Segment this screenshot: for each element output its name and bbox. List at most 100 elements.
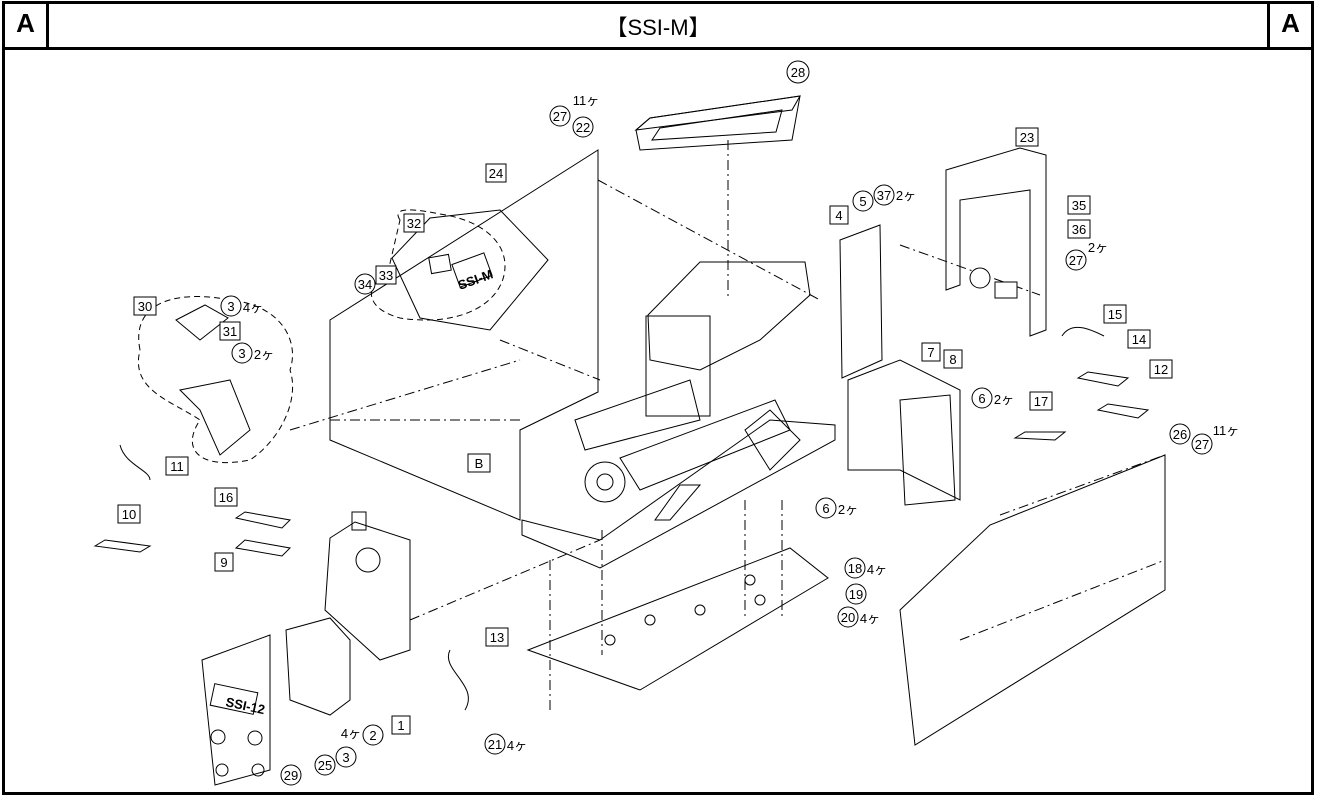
callout-9: 9 — [214, 552, 234, 572]
control-board — [847, 359, 961, 501]
zone-marker-left: A — [5, 4, 49, 47]
svg-text:B: B — [475, 456, 484, 471]
callout-27-top: 27 — [549, 105, 571, 127]
callout-32: 32 — [403, 213, 425, 233]
display-window — [428, 253, 452, 275]
qty-4-21: 4ヶ — [507, 738, 527, 753]
svg-text:4: 4 — [835, 208, 842, 223]
svg-text:3: 3 — [342, 750, 349, 765]
svg-text:28: 28 — [791, 65, 805, 80]
svg-text:1: 1 — [397, 718, 404, 733]
harness-9 — [234, 539, 292, 557]
qty-2-3: 2ヶ — [254, 347, 274, 362]
harness-17 — [1013, 431, 1067, 441]
qty-11-top: 11ヶ — [573, 93, 600, 108]
qty-2-6a: 2ヶ — [994, 392, 1014, 407]
callout-2: 2 — [362, 724, 384, 746]
svg-text:37: 37 — [877, 188, 891, 203]
callout-18: 18 — [844, 557, 866, 579]
harness-15 — [1061, 326, 1105, 337]
svg-text:24: 24 — [489, 166, 503, 181]
callout-5: 5 — [852, 190, 874, 212]
callout-11: 11 — [165, 456, 189, 476]
callout-1: 1 — [391, 715, 411, 735]
svg-text:12: 12 — [1154, 362, 1168, 377]
svg-text:2: 2 — [369, 728, 376, 743]
svg-text:27: 27 — [1195, 437, 1209, 452]
callout-17: 17 — [1029, 391, 1053, 411]
callout-3-top: 3 — [220, 295, 242, 317]
svg-text:27: 27 — [553, 109, 567, 124]
callout-3-bottom: 3 — [335, 746, 357, 768]
svg-text:8: 8 — [949, 352, 956, 367]
harness-11 — [119, 444, 151, 481]
callout-23: 23 — [1015, 127, 1039, 147]
pcb-bracket-4 — [839, 224, 883, 379]
callout-15: 15 — [1103, 304, 1127, 324]
upper-bracket — [945, 147, 1047, 337]
svg-text:31: 31 — [223, 324, 237, 339]
harness-10 — [93, 539, 152, 553]
svg-text:11: 11 — [170, 459, 184, 474]
svg-text:18: 18 — [848, 561, 862, 576]
callout-36: 36 — [1067, 219, 1091, 239]
qty-2-37: 2ヶ — [896, 188, 916, 203]
callout-16: 16 — [214, 487, 238, 507]
bottom-plate — [526, 547, 829, 691]
svg-text:16: 16 — [219, 490, 233, 505]
callout-24: 24 — [485, 163, 507, 183]
svg-text:15: 15 — [1108, 307, 1122, 322]
callout-22: 22 — [572, 116, 594, 138]
svg-text:33: 33 — [379, 268, 393, 283]
callout-19: 19 — [845, 583, 867, 605]
svg-text:32: 32 — [407, 216, 421, 231]
svg-text:10: 10 — [122, 507, 136, 522]
zone-marker-right: A — [1267, 4, 1311, 47]
qty-11-lower: 11ヶ — [1213, 423, 1240, 438]
svg-text:7: 7 — [927, 345, 934, 360]
callout-6-mid: 6 — [815, 497, 837, 519]
base-plate — [521, 419, 836, 569]
harness-13 — [447, 649, 469, 711]
right-side-panel — [899, 454, 1166, 746]
motor-assembly — [324, 521, 411, 661]
hopper-lid — [634, 95, 801, 131]
left-wall-plate — [329, 149, 599, 521]
qty-2-27: 2ヶ — [1088, 240, 1108, 255]
callout-25: 25 — [314, 754, 336, 776]
qty-4-20: 4ヶ — [860, 611, 880, 626]
svg-text:20: 20 — [841, 610, 855, 625]
cover-device-label: SSI-M — [456, 266, 495, 292]
harness-14 — [1076, 371, 1130, 387]
harness-16 — [234, 511, 292, 529]
svg-text:21: 21 — [488, 737, 502, 752]
callout-7: 7 — [921, 342, 941, 362]
feeder-assembly — [647, 261, 811, 371]
svg-text:30: 30 — [138, 299, 152, 314]
callout-6-right: 6 — [971, 387, 993, 409]
callout-3-mid: 3 — [231, 342, 253, 364]
svg-text:36: 36 — [1072, 222, 1086, 237]
front-plate-label: SSI-12 — [224, 694, 266, 717]
callout-31: 31 — [219, 321, 241, 341]
svg-text:6: 6 — [978, 391, 985, 406]
title-bar: A 【SSI-M】 A — [5, 4, 1311, 50]
front-plate — [201, 634, 271, 786]
svg-text:26: 26 — [1173, 427, 1187, 442]
solenoid-assembly — [969, 267, 1018, 299]
callout-26: 26 — [1169, 423, 1191, 445]
svg-text:17: 17 — [1034, 394, 1048, 409]
callout-14: 14 — [1127, 329, 1151, 349]
qty-4-2: 4ヶ — [341, 726, 361, 741]
callout-27-right: 27 — [1065, 249, 1087, 271]
callout-30: 30 — [133, 296, 157, 316]
svg-text:23: 23 — [1020, 130, 1034, 145]
callout-35: 35 — [1067, 195, 1091, 215]
qty-4-18: 4ヶ — [867, 562, 887, 577]
svg-text:19: 19 — [849, 587, 863, 602]
callout-B: B — [467, 453, 491, 473]
callout-10: 10 — [117, 504, 141, 524]
svg-text:9: 9 — [220, 555, 227, 570]
